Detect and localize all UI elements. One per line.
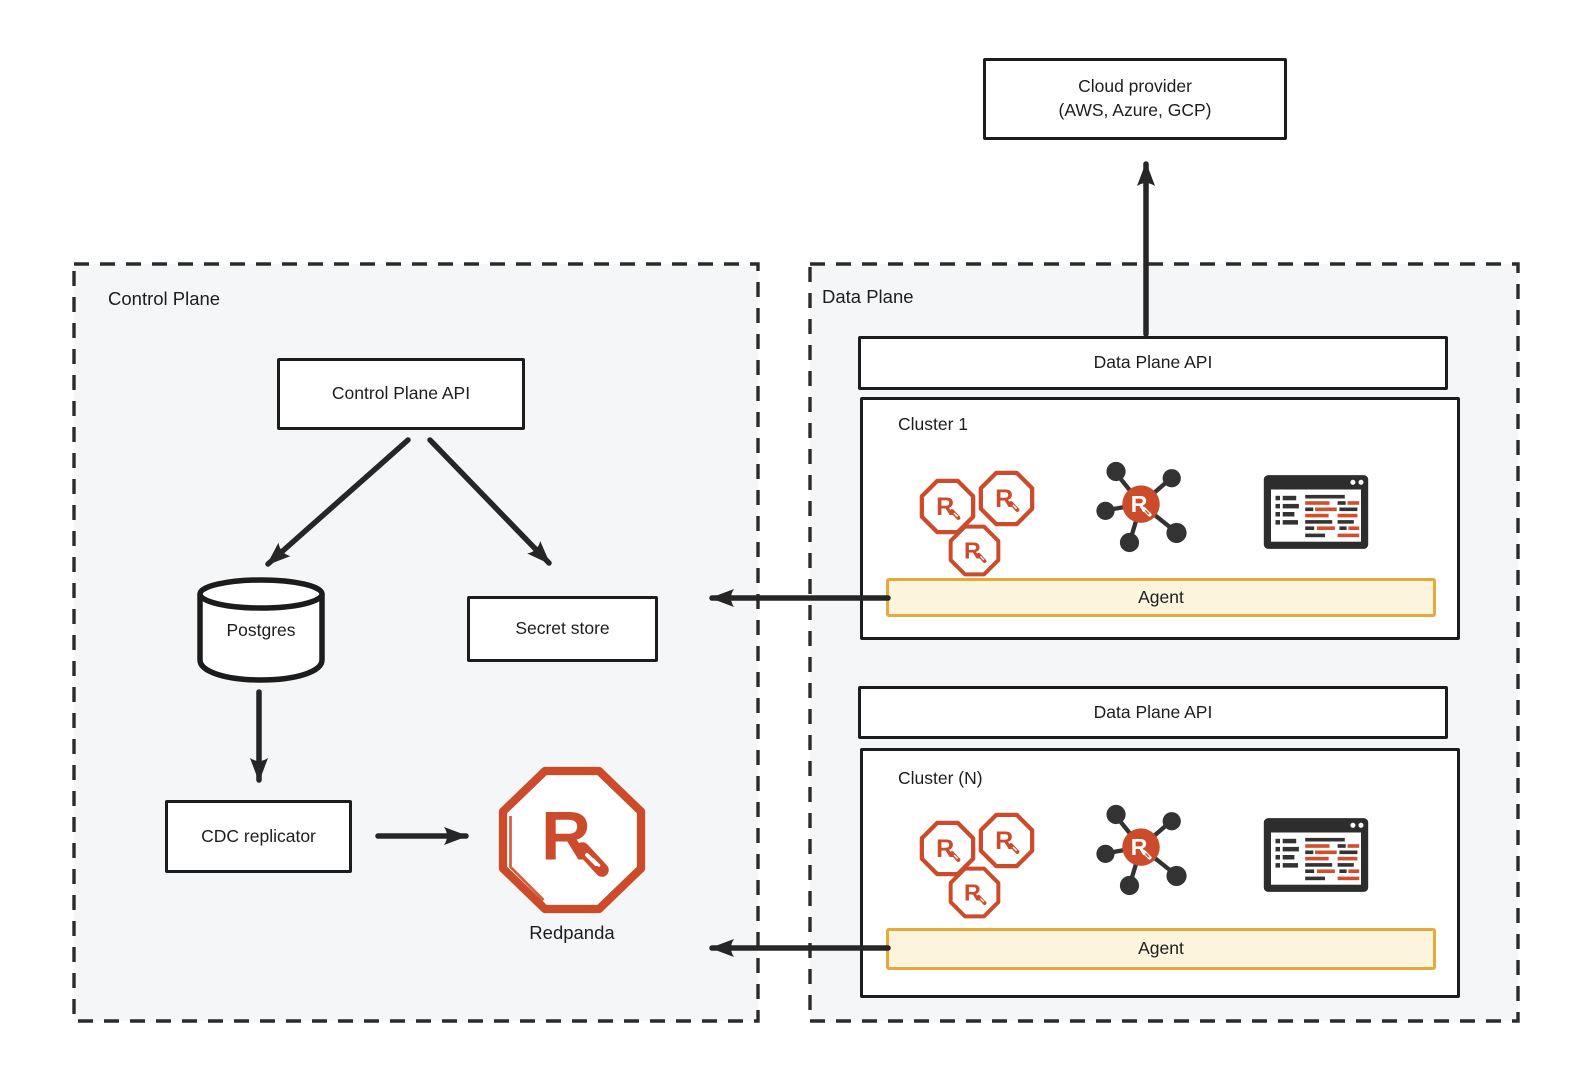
data-plane-api-label-2: Data Plane API: [1093, 701, 1213, 722]
data-plane-api-box-1: Data Plane API: [858, 336, 1448, 390]
control-plane-title: Control Plane: [108, 288, 221, 309]
secret-store-label: Secret store: [515, 618, 610, 639]
agent-label-1: Agent: [1138, 586, 1184, 607]
cloud-provider-box: Cloud provider (AWS, Azure, GCP): [983, 58, 1287, 140]
redpanda-console-icon: [1262, 473, 1370, 556]
database-cylinder-icon: [197, 577, 325, 683]
postgres-label: Postgres: [226, 620, 296, 640]
control-plane-api-box: Control Plane API: [277, 358, 525, 430]
redpanda-connect-icon: [1093, 802, 1189, 903]
redpanda-console-icon: [1262, 816, 1370, 899]
data-plane-api-label-1: Data Plane API: [1093, 352, 1213, 373]
redpanda-octagon-icon: [978, 470, 1035, 527]
redpanda-logo-icon: R: [497, 764, 647, 916]
redpanda-octagon-icon: [948, 524, 1001, 577]
cdc-replicator-label: CDC replicator: [201, 825, 316, 846]
cdc-replicator-box: CDC replicator: [165, 800, 352, 873]
data-plane-api-box-2: Data Plane API: [858, 686, 1448, 739]
cloud-provider-line2: (AWS, Azure, GCP): [1058, 100, 1212, 120]
broker-icons-2: [915, 808, 1037, 922]
redpanda-label: Redpanda: [529, 922, 615, 943]
agent-label-2: Agent: [1138, 938, 1184, 959]
cluster-n-label: Cluster (N): [898, 768, 983, 788]
postgres-db: Postgres: [193, 574, 329, 684]
agent-bar-1: Agent: [886, 578, 1436, 617]
cluster-1-label: Cluster 1: [898, 414, 969, 434]
redpanda-connect-icon: [1093, 459, 1189, 560]
cloud-provider-line1: Cloud provider: [1078, 76, 1192, 97]
redpanda-octagon-icon: [948, 866, 1001, 919]
data-plane-title: Data Plane: [822, 286, 914, 307]
broker-icons-1: [915, 466, 1037, 580]
control-plane-api-label: Control Plane API: [331, 383, 471, 404]
agent-bar-2: Agent: [886, 928, 1436, 970]
secret-store-box: Secret store: [467, 596, 658, 662]
svg-text:R: R: [541, 798, 591, 875]
redpanda-octagon-icon: [978, 812, 1035, 869]
